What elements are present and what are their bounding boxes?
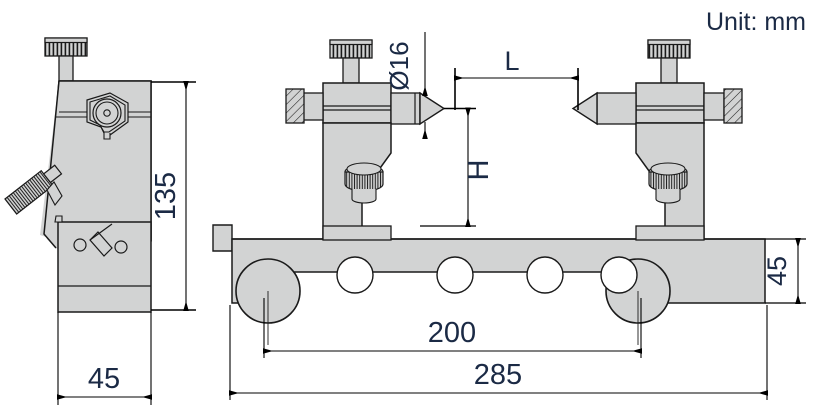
right-headstock-head-block bbox=[635, 82, 705, 124]
side-view-lower-block bbox=[57, 221, 152, 313]
base-rail-body bbox=[231, 238, 766, 304]
dimension-length-L: L bbox=[454, 46, 579, 110]
side-view-hex-boss bbox=[86, 92, 129, 140]
dimension-label-45-base: 45 bbox=[762, 256, 792, 286]
side-view-hole-right bbox=[114, 240, 128, 254]
base-hole-1 bbox=[336, 256, 374, 294]
right-headstock bbox=[571, 39, 743, 241]
dimension-label-135: 135 bbox=[150, 172, 182, 220]
dimension-label-L: L bbox=[504, 46, 519, 76]
dimension-height-H: H bbox=[420, 107, 495, 227]
right-headstock-knob-stem bbox=[660, 57, 678, 84]
side-view-slot-lead-line bbox=[89, 223, 113, 241]
left-headstock-quill bbox=[390, 92, 421, 125]
side-view-knob-stem bbox=[58, 55, 74, 82]
base-hole-2 bbox=[436, 256, 474, 294]
dimension-label-285: 285 bbox=[474, 359, 522, 391]
dimension-height-135: 135 bbox=[150, 81, 196, 311]
right-headstock-knurled-knob bbox=[647, 39, 691, 59]
right-headstock-quill bbox=[596, 92, 637, 125]
left-headstock-knurled-knob bbox=[329, 39, 373, 59]
left-headstock-hatched-end bbox=[285, 88, 305, 124]
dimension-width-45-side: 45 bbox=[57, 312, 152, 405]
side-view-hole-left bbox=[73, 238, 87, 252]
side-view-notch-nub bbox=[54, 215, 63, 223]
right-headstock-saddle bbox=[635, 225, 705, 241]
side-view: 135 45 bbox=[4, 37, 196, 405]
dimension-label-H: H bbox=[463, 160, 495, 181]
front-view: Ø16 L H 200 285 bbox=[212, 32, 806, 400]
base-left-tab bbox=[212, 224, 233, 252]
left-headstock-saddle bbox=[322, 225, 392, 241]
left-headstock-round-knurled-knob bbox=[344, 162, 384, 204]
unit-note: Unit: mm bbox=[706, 8, 806, 36]
left-headstock-head-block bbox=[322, 82, 392, 124]
side-view-top-knurled-knob bbox=[44, 37, 88, 57]
left-headstock-knob-stem bbox=[342, 57, 360, 84]
left-center-point bbox=[419, 91, 446, 126]
dimension-height-45-base: 45 bbox=[762, 238, 806, 304]
base-hole-3 bbox=[526, 256, 564, 294]
dimension-length-285: 285 bbox=[229, 305, 768, 400]
left-roller bbox=[235, 258, 301, 345]
dimension-label-diameter-16: Ø16 bbox=[384, 41, 414, 90]
dimension-label-200: 200 bbox=[428, 317, 476, 349]
right-headstock-spindle-boss bbox=[703, 92, 725, 121]
left-headstock-spindle-boss bbox=[302, 92, 324, 121]
dimension-length-200: 200 bbox=[263, 298, 642, 358]
side-view-angled-knurled-knob bbox=[4, 164, 63, 215]
right-center-point bbox=[571, 91, 598, 126]
base-hole-4 bbox=[600, 256, 638, 294]
dimension-label-45-side: 45 bbox=[88, 363, 120, 395]
left-headstock bbox=[285, 39, 446, 241]
dimension-diameter-16: Ø16 bbox=[384, 32, 428, 139]
right-headstock-round-knurled-knob bbox=[648, 162, 688, 204]
right-headstock-hatched-end bbox=[723, 88, 743, 124]
